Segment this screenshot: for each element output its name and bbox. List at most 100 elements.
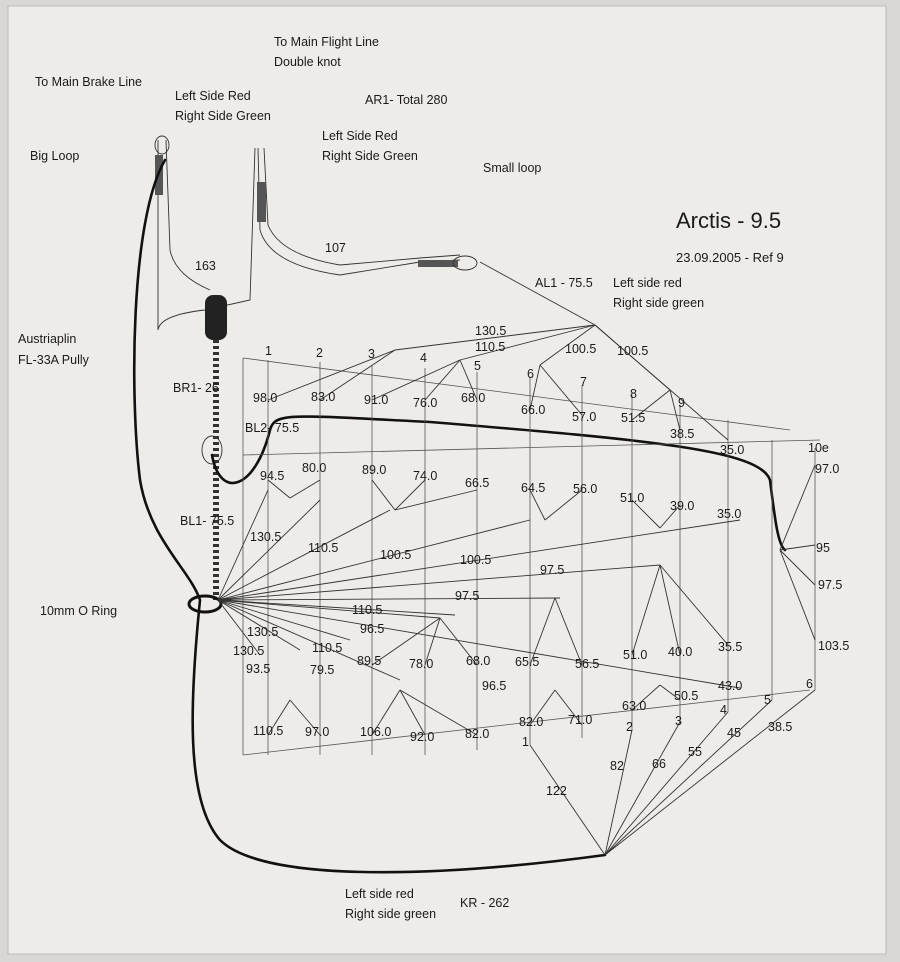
v-b-3: 45 <box>727 726 741 740</box>
v-r2-6: 56.0 <box>573 482 597 496</box>
v-um-0: 130.5 <box>475 324 506 338</box>
bcol-3: 3 <box>675 714 682 728</box>
values-row4: 110.5 96.5 130.5 130.5 110.5 93.5 79.5 8… <box>233 603 849 677</box>
v-top-9: 35.0 <box>720 443 744 457</box>
v-um-1: 110.5 <box>475 340 505 354</box>
label-right-green-2: Right Side Green <box>322 149 418 163</box>
label-left-red-1: Left Side Red <box>175 89 251 103</box>
col-5: 5 <box>474 359 481 373</box>
col-10e: 10e <box>808 441 829 455</box>
label-bottom-left: Left side red <box>345 887 414 901</box>
col-4: 4 <box>420 351 427 365</box>
v-top-1: 83.0 <box>311 390 335 404</box>
column-headers: 1 2 3 4 5 6 7 8 9 10e <box>265 344 829 455</box>
label-bottom-right: Right side green <box>345 907 436 921</box>
v-r2-2: 89.0 <box>362 463 386 477</box>
small-loop-ring <box>452 255 478 271</box>
label-brake-line: To Main Brake Line <box>35 75 142 89</box>
small-loop-sleeve <box>418 260 458 267</box>
bcol-2: 2 <box>626 720 633 734</box>
v-r4-15: 103.5 <box>818 639 849 653</box>
v-r6-0: 110.5 <box>253 724 283 738</box>
label-al1-left: Left side red <box>613 276 682 290</box>
bl2-line <box>210 415 787 552</box>
bcol-1: 1 <box>522 735 529 749</box>
v-r4-3: 130.5 <box>233 644 264 658</box>
label-pulley-1: Austriaplin <box>18 332 76 346</box>
col-6: 6 <box>527 367 534 381</box>
v-r2-5: 64.5 <box>521 481 545 495</box>
v-r2-0: 94.5 <box>260 469 284 483</box>
values-row5: 96.5 63.0 50.5 43.0 <box>482 679 742 713</box>
col-3: 3 <box>368 347 375 361</box>
col-9: 9 <box>678 396 685 410</box>
label-bl2: BL2- 75.5 <box>245 421 299 435</box>
v-r4-4: 110.5 <box>312 641 342 655</box>
values-top-row: 98.0 83.0 91.0 76.0 68.0 66.0 57.0 51.5 … <box>253 390 744 457</box>
values-row3: 130.5 110.5 100.5 100.5 97.5 97.5 95 97.… <box>250 530 842 603</box>
v-r3-1: 110.5 <box>308 541 338 555</box>
label-br1: BR1- 26 <box>173 381 219 395</box>
label-double-knot: Double knot <box>274 55 341 69</box>
v-r4-8: 78.0 <box>409 657 433 671</box>
col-2: 2 <box>316 346 323 360</box>
col-1: 1 <box>265 344 272 358</box>
label-al1: AL1 - 75.5 <box>535 276 593 290</box>
bcol-5: 5 <box>764 693 771 707</box>
v-r2-9: 35.0 <box>717 507 741 521</box>
values-bottom-row: 82 66 55 45 38.5 122 <box>546 720 792 798</box>
v-r2-3: 74.0 <box>413 469 437 483</box>
big-loop-ring <box>154 135 170 155</box>
diagram-subtitle: 23.09.2005 - Ref 9 <box>676 250 784 265</box>
label-len-107: 107 <box>325 241 346 255</box>
bottom-column-headers: 1 2 3 4 5 6 <box>522 677 813 749</box>
v-r4-1: 96.5 <box>360 622 384 636</box>
annotation-labels: To Main Brake Line To Main Flight Line D… <box>18 35 704 921</box>
fan-lines <box>217 261 816 856</box>
label-oring: 10mm O Ring <box>40 604 117 618</box>
v-top-2: 91.0 <box>364 393 388 407</box>
v-r4-10: 65.5 <box>515 655 539 669</box>
v-b-4: 38.5 <box>768 720 792 734</box>
v-r6-5: 82.0 <box>519 715 543 729</box>
col-7: 7 <box>580 375 587 389</box>
v-r4-12: 51.0 <box>623 648 647 662</box>
line-grid <box>242 357 821 756</box>
v-r3-0: 130.5 <box>250 530 281 544</box>
v-r3-5: 97.5 <box>455 589 479 603</box>
v-r2-1: 80.0 <box>302 461 326 475</box>
v-r4-11: 56.5 <box>575 657 599 671</box>
v-r2-7: 51.0 <box>620 491 644 505</box>
v-top-5: 66.0 <box>521 403 545 417</box>
v-r5-1: 63.0 <box>622 699 646 713</box>
v-r6-4: 82.0 <box>465 727 489 741</box>
v-top-3: 76.0 <box>413 396 437 410</box>
v-top-7: 51.5 <box>621 411 645 425</box>
diagram-title: Arctis - 9.5 <box>676 208 781 233</box>
label-left-red-2: Left Side Red <box>322 129 398 143</box>
v-r3-4: 97.5 <box>540 563 564 577</box>
v-um-3: 100.5 <box>617 344 648 358</box>
label-small-loop: Small loop <box>483 161 541 175</box>
label-len-163: 163 <box>195 259 216 273</box>
label-al1-right: Right side green <box>613 296 704 310</box>
v-r4-0: 110.5 <box>352 603 382 617</box>
v-r3-7: 97.5 <box>818 578 842 592</box>
v-r6-2: 106.0 <box>360 725 391 739</box>
v-b-1: 66 <box>652 757 666 771</box>
v-um-2: 100.5 <box>565 342 596 356</box>
bcol-6: 6 <box>806 677 813 691</box>
main-brake-line <box>132 158 607 874</box>
v-top-0: 98.0 <box>253 391 277 405</box>
v-r3-3: 100.5 <box>460 553 491 567</box>
v-r4-14: 35.5 <box>718 640 742 654</box>
label-kr: KR - 262 <box>460 896 509 910</box>
bcol-4: 4 <box>720 703 727 717</box>
v-r3-2: 100.5 <box>380 548 411 562</box>
values-upper-mid: 130.5 110.5 100.5 100.5 <box>475 324 648 358</box>
v-r3-6: 95 <box>816 541 830 555</box>
v-r2-4: 66.5 <box>465 476 489 490</box>
label-ar1: AR1- Total 280 <box>365 93 448 107</box>
